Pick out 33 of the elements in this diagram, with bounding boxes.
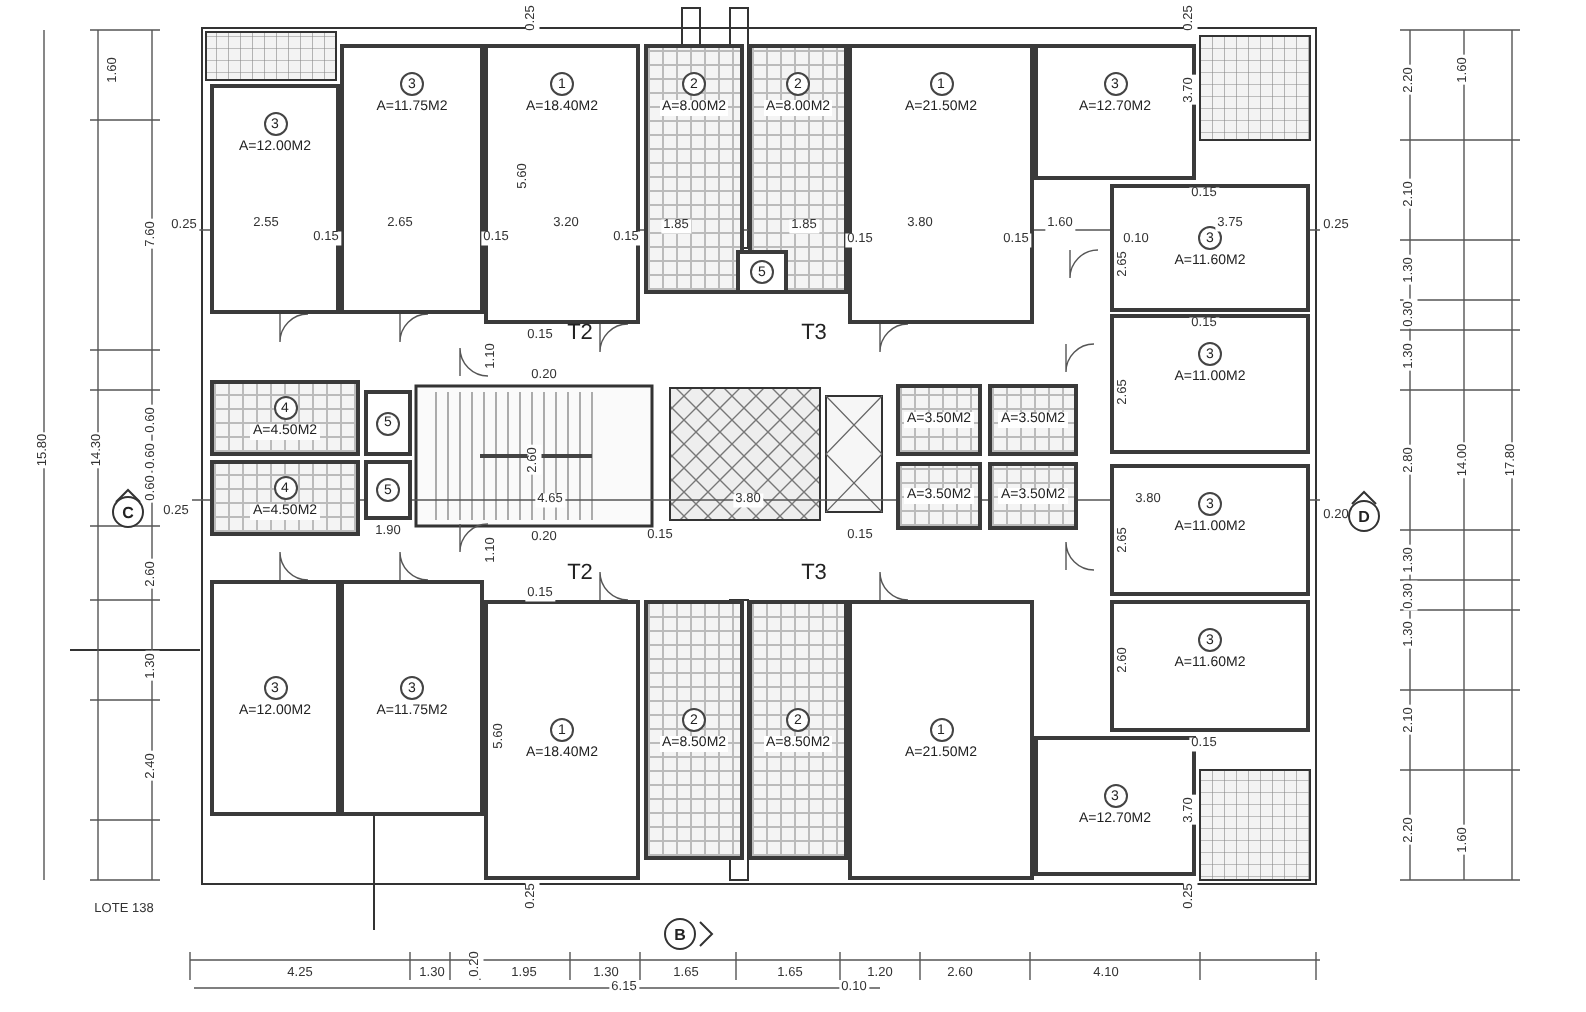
room bbox=[340, 580, 484, 816]
room bbox=[1110, 314, 1310, 454]
room bbox=[848, 44, 1034, 324]
tiled-room bbox=[988, 384, 1078, 456]
section-marker: D bbox=[1348, 500, 1380, 532]
tiled-room bbox=[896, 384, 982, 456]
unit-type-label: T2 bbox=[567, 323, 593, 345]
section-marker: C bbox=[112, 496, 144, 528]
tiled-room bbox=[210, 460, 360, 536]
tiled-room bbox=[748, 44, 848, 294]
tiled-room bbox=[644, 44, 744, 294]
section-marker: B bbox=[664, 918, 696, 950]
unit-type-label: T3 bbox=[801, 563, 827, 585]
room bbox=[340, 44, 484, 314]
room bbox=[210, 84, 340, 314]
room bbox=[1110, 184, 1310, 312]
unit-type-label: T2 bbox=[567, 563, 593, 585]
room bbox=[1110, 464, 1310, 596]
room bbox=[210, 580, 340, 816]
room bbox=[1034, 44, 1196, 180]
room bbox=[848, 600, 1034, 880]
tiled-room bbox=[748, 600, 848, 860]
tiled-room bbox=[644, 600, 744, 860]
unit-type-label: T3 bbox=[801, 323, 827, 345]
room bbox=[364, 460, 412, 520]
tiled-room bbox=[210, 380, 360, 456]
room bbox=[736, 250, 788, 294]
room bbox=[484, 44, 640, 324]
room bbox=[1110, 600, 1310, 732]
tiled-room bbox=[988, 462, 1078, 530]
tiled-room bbox=[896, 462, 982, 530]
room bbox=[364, 390, 412, 456]
room bbox=[484, 600, 640, 880]
